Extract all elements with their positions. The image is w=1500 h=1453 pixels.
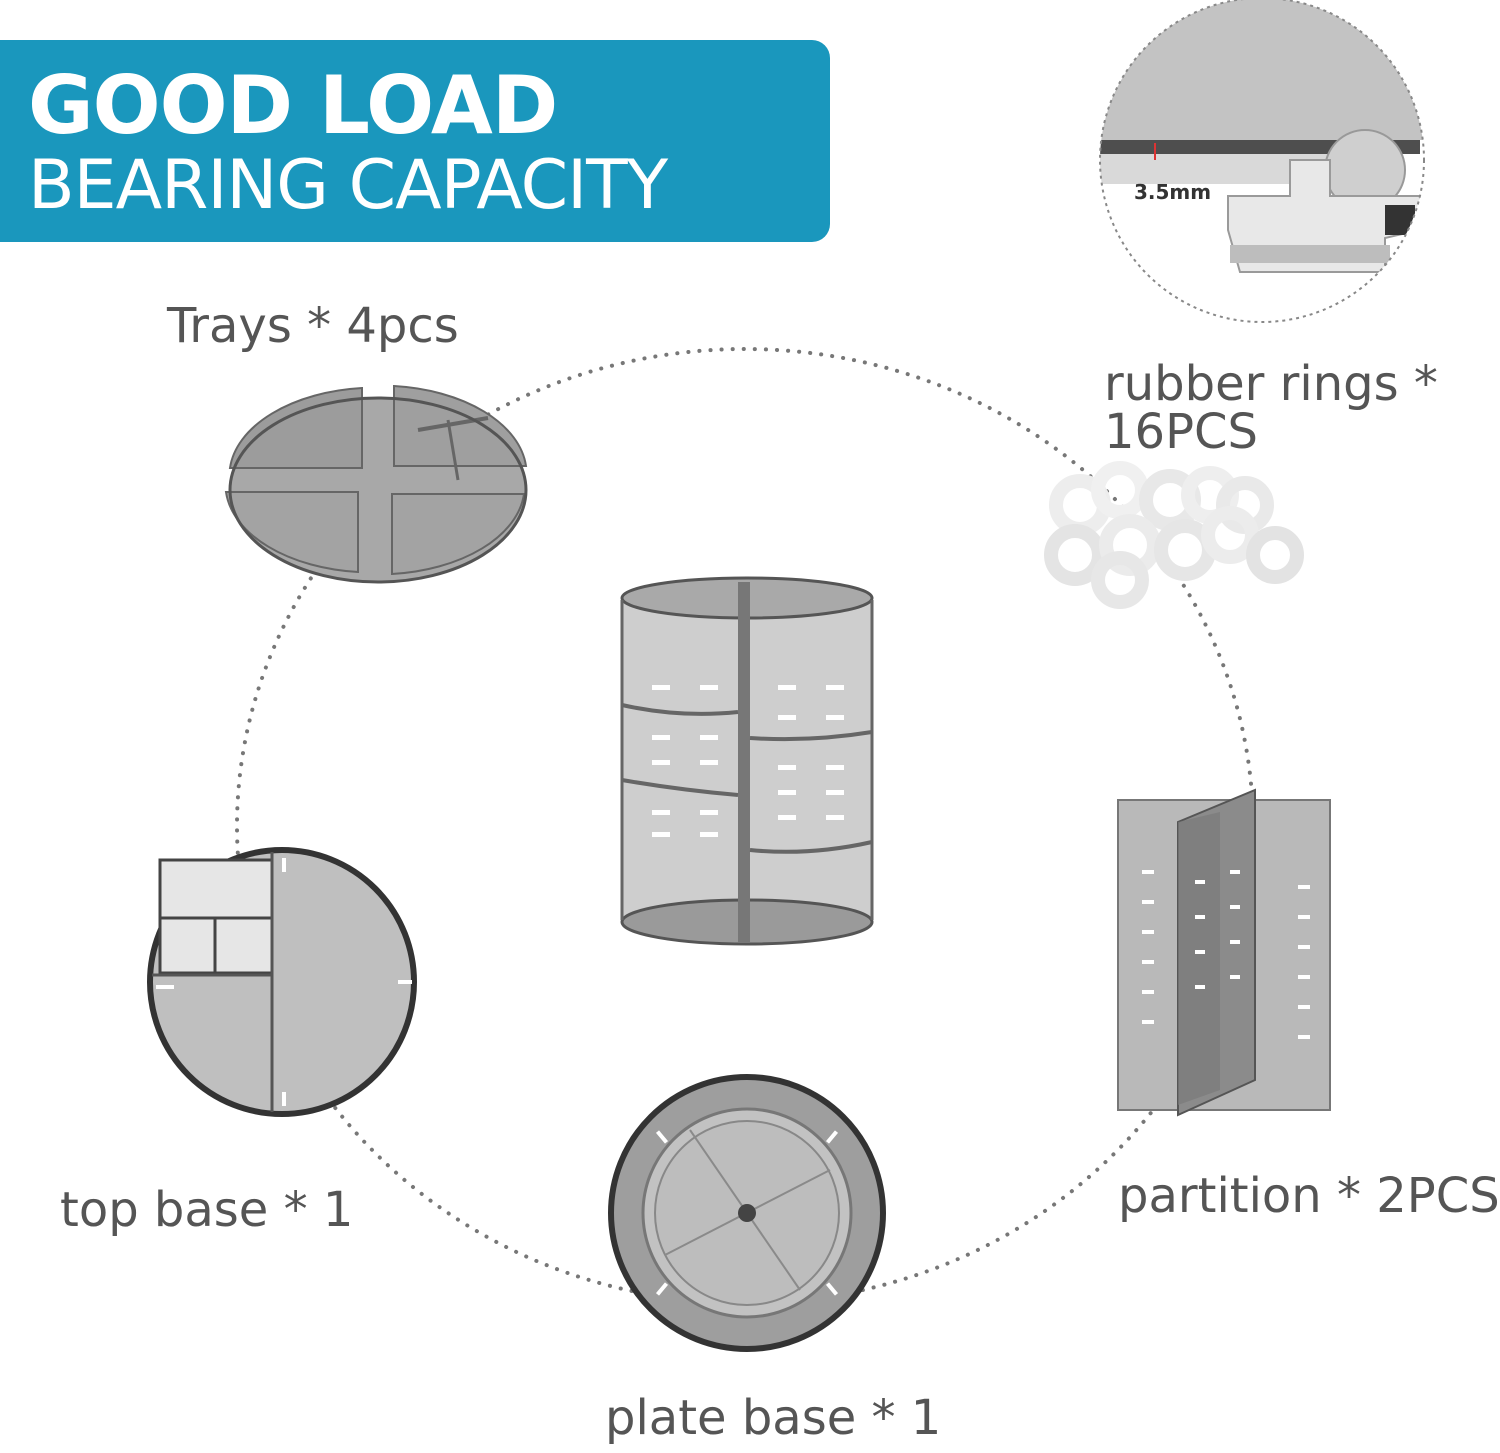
headline-banner: [0, 40, 830, 242]
headline-title: GOOD LOAD: [28, 59, 558, 152]
rubber-rings-label-line2: 16PCS: [1104, 404, 1259, 460]
partition-label: partition * 2PCS: [1118, 1168, 1500, 1224]
trays-illustration: [224, 384, 528, 584]
top-base-label: top base * 1: [60, 1182, 354, 1238]
thickness-measurement-label: 3.5mm: [1134, 180, 1212, 204]
plate-base-illustration: [608, 1074, 886, 1352]
trays-label: Trays * 4pcs: [167, 298, 459, 354]
top-base-illustration: [147, 847, 417, 1117]
assembled-organizer-illustration: [620, 576, 874, 946]
plate-base-label: plate base * 1: [605, 1390, 942, 1446]
rubber-rings-illustration: [1044, 461, 1304, 609]
rubber-rings-label-line1: rubber rings *: [1104, 356, 1438, 412]
product-illustration: [147, 0, 1425, 1352]
edge-detail-zoom: [1099, 0, 1425, 323]
headline-subtitle: BEARING CAPACITY: [28, 146, 668, 225]
partition-illustration: [1117, 788, 1331, 1117]
